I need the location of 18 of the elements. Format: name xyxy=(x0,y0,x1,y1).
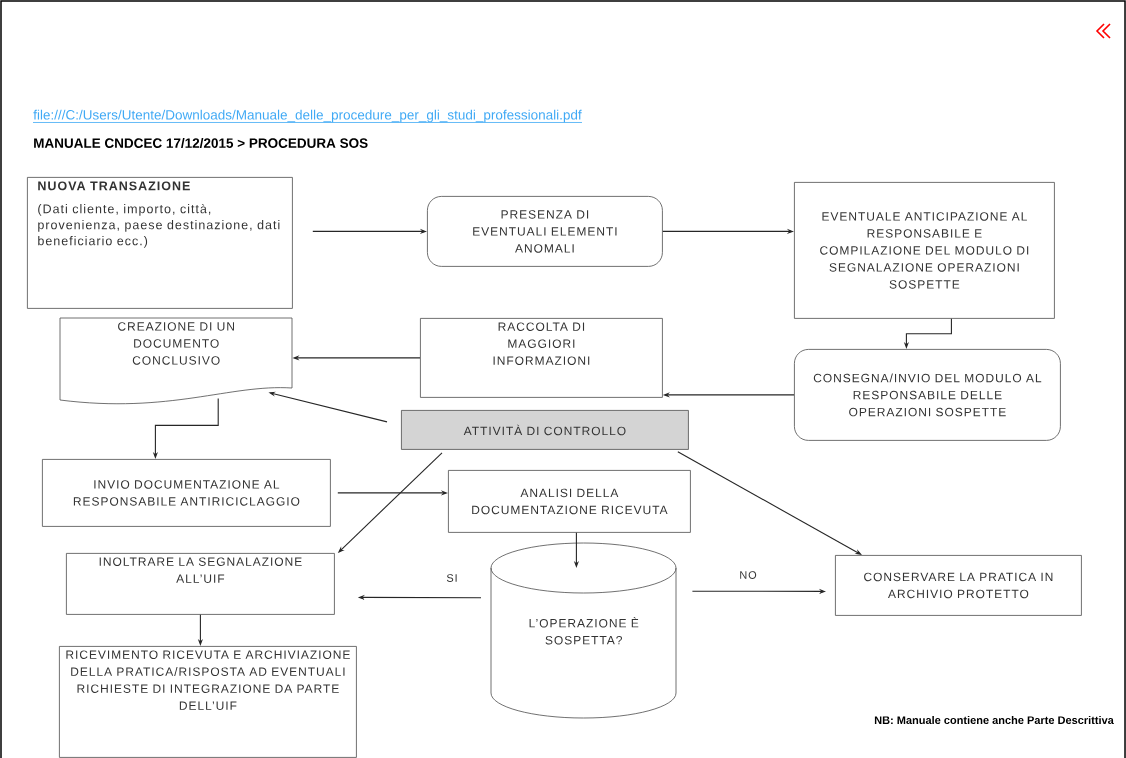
note: NB: Manuale contiene anche Parte Descrittiva xyxy=(874,715,1114,725)
process-box: NUOVA TRANSAZIONE (Dati cliente, importo, città, provenienza, paese destinazione, dati beneficiario ecc.) xyxy=(27,177,293,309)
arrow xyxy=(677,451,862,555)
process-box: EVENTUALE ANTICIPAZIONE AL RESPONSABILE E COMPILAZIONE DEL MODULO DI SEGNALAZIONE OPERAZIONI SOSPETTE xyxy=(794,182,1055,319)
node-label: L’OPERAZIONE È SOSPETTA? xyxy=(529,616,639,645)
heading: MANUALE CNDCEC 17/12/2015 > PROCEDURA SOS xyxy=(34,137,368,149)
rounded-box: CONSEGNA/INVIO DEL MODULO AL RESPONSABILE DELLE OPERAZIONI SOSPETTE xyxy=(794,349,1061,441)
link: file:///C:/Users/Utente/Downloads/Manuale_delle_procedure_per_gli_studi_professionali.pdf xyxy=(32,109,583,123)
rounded-box: PRESENZA DI EVENTUALI ELEMENTI ANOMALI xyxy=(427,196,663,267)
edge-label: NO xyxy=(738,570,758,580)
process-box: RICEVIMENTO RICEVUTA E ARCHIVIAZIONE DELLA PRATICA/RISPOSTA AD EVENTUALI RICHIESTE DI INTEGRAZIONE DA PARTE DELL’UIF xyxy=(59,646,357,758)
process-box: RACCOLTA DI MAGGIORI INFORMAZIONI xyxy=(420,318,663,398)
process-box: CONSERVARE LA PRATICA IN ARCHIVIO PROTETTO xyxy=(835,555,1082,616)
edge-label: SI xyxy=(445,573,459,583)
process-box: INVIO DOCUMENTAZIONE AL RESPONSABILE ANTIRICICLAGGIO xyxy=(42,459,331,527)
process-box: ATTIVITÀ DI CONTROLLO xyxy=(401,410,689,450)
process-box: INOLTRARE LA SEGNALAZIONE ALL’UIF xyxy=(66,553,335,615)
process-box: ANALISI DELLA DOCUMENTAZIONE RICEVUTA xyxy=(448,470,691,533)
